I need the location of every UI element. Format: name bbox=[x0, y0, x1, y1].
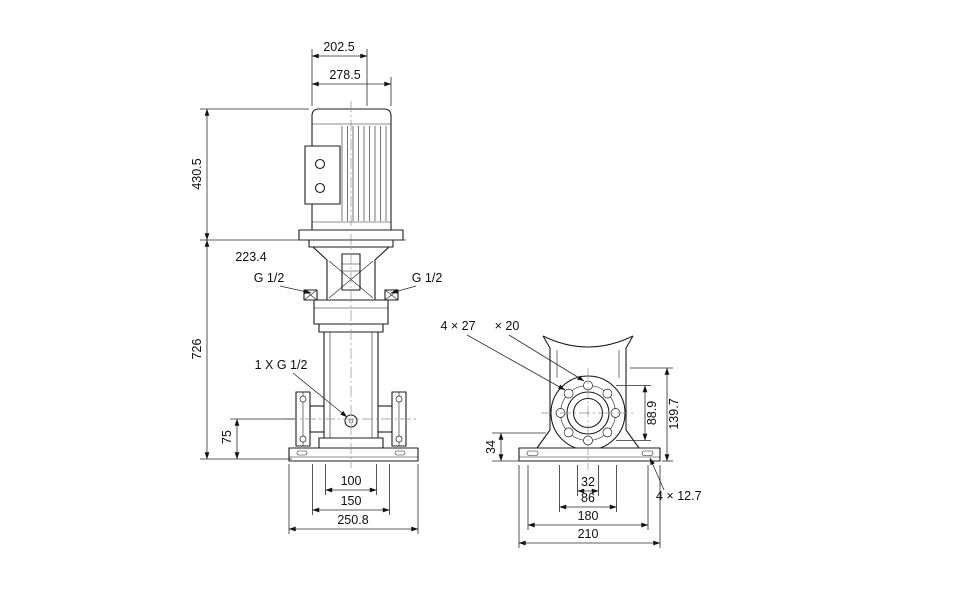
dim-motor-width: 278.5 bbox=[311, 68, 392, 106]
dim-port-height: 75 bbox=[220, 418, 295, 460]
centerlines-front bbox=[286, 101, 416, 468]
dim-label-slot-spacing-inner: 32 bbox=[581, 475, 595, 489]
dim-pump-height: 726 bbox=[190, 239, 292, 460]
dim-foot-height: 34 bbox=[484, 432, 546, 462]
dim-label-bolt-circle: 88.9 bbox=[645, 401, 659, 425]
label-gauge-port-left: G 1/2 bbox=[254, 271, 285, 285]
centerlines-side bbox=[541, 368, 635, 470]
dim-slot-spacing-mid: 86 bbox=[559, 465, 617, 512]
dim-motor-height: 430.5 bbox=[190, 108, 406, 241]
front-dimensions: 202.5 278.5 430.5 223.4 726 G 1/2 G 1/2 bbox=[190, 40, 442, 534]
dim-slot-spacing-outer: 180 bbox=[527, 465, 649, 530]
base-side bbox=[518, 447, 661, 462]
callout-flange-holes: 4 × 27 × 20 bbox=[440, 319, 585, 391]
dim-label-slot-spacing-mid: 86 bbox=[581, 491, 595, 505]
dim-label-hole-spacing-outer: 150 bbox=[341, 494, 362, 508]
dim-label-port-height: 75 bbox=[220, 430, 234, 444]
dim-label-motor-width: 278.5 bbox=[329, 68, 360, 82]
dim-label-slot-spacing-outer: 180 bbox=[578, 509, 599, 523]
side-view bbox=[518, 335, 661, 470]
dim-label-foot-height: 34 bbox=[484, 440, 498, 454]
callout-gauge-port-left: G 1/2 bbox=[254, 271, 312, 294]
callout-drain-port: 1 X G 1/2 bbox=[255, 358, 348, 418]
front-view bbox=[286, 101, 419, 468]
side-dimensions: 4 × 27 × 20 34 88.9 139.7 32 bbox=[440, 319, 702, 548]
dim-hole-spacing-outer: 150 bbox=[312, 464, 390, 515]
dim-label-pump-height: 726 bbox=[190, 339, 204, 360]
dim-label-stool-width: 223.4 bbox=[235, 250, 266, 264]
bolt-holes bbox=[555, 380, 621, 446]
callout-base-holes: 4 × 12.7 bbox=[649, 457, 702, 503]
dim-label-base-depth: 210 bbox=[578, 527, 599, 541]
dim-flange-center-height: 139.7 bbox=[630, 367, 681, 462]
label-flange-holes-depth: × 20 bbox=[495, 319, 520, 333]
dim-label-motor-height: 430.5 bbox=[190, 158, 204, 189]
dim-motor-width-top: 202.5 bbox=[311, 40, 368, 106]
terminal-box bbox=[304, 145, 341, 205]
label-gauge-port-right: G 1/2 bbox=[412, 271, 443, 285]
dim-stool-width: 223.4 bbox=[235, 250, 266, 264]
label-drain-port: 1 X G 1/2 bbox=[255, 358, 308, 372]
dim-label-flange-center-height: 139.7 bbox=[667, 398, 681, 429]
callout-gauge-port-right: G 1/2 bbox=[390, 271, 443, 294]
label-base-holes: 4 × 12.7 bbox=[656, 489, 702, 503]
dim-slot-spacing-inner: 32 bbox=[577, 465, 599, 496]
dim-base-width: 250.8 bbox=[288, 464, 419, 534]
label-flange-holes: 4 × 27 bbox=[440, 319, 475, 333]
dim-base-depth: 210 bbox=[518, 465, 661, 548]
dim-label-motor-width-top: 202.5 bbox=[323, 40, 354, 54]
dim-label-base-width: 250.8 bbox=[337, 513, 368, 527]
dim-hole-spacing-inner: 100 bbox=[325, 464, 377, 495]
foot-bracket bbox=[536, 429, 640, 449]
dim-label-hole-spacing-inner: 100 bbox=[341, 474, 362, 488]
dim-bolt-circle: 88.9 bbox=[616, 385, 659, 441]
base-front bbox=[288, 447, 419, 462]
